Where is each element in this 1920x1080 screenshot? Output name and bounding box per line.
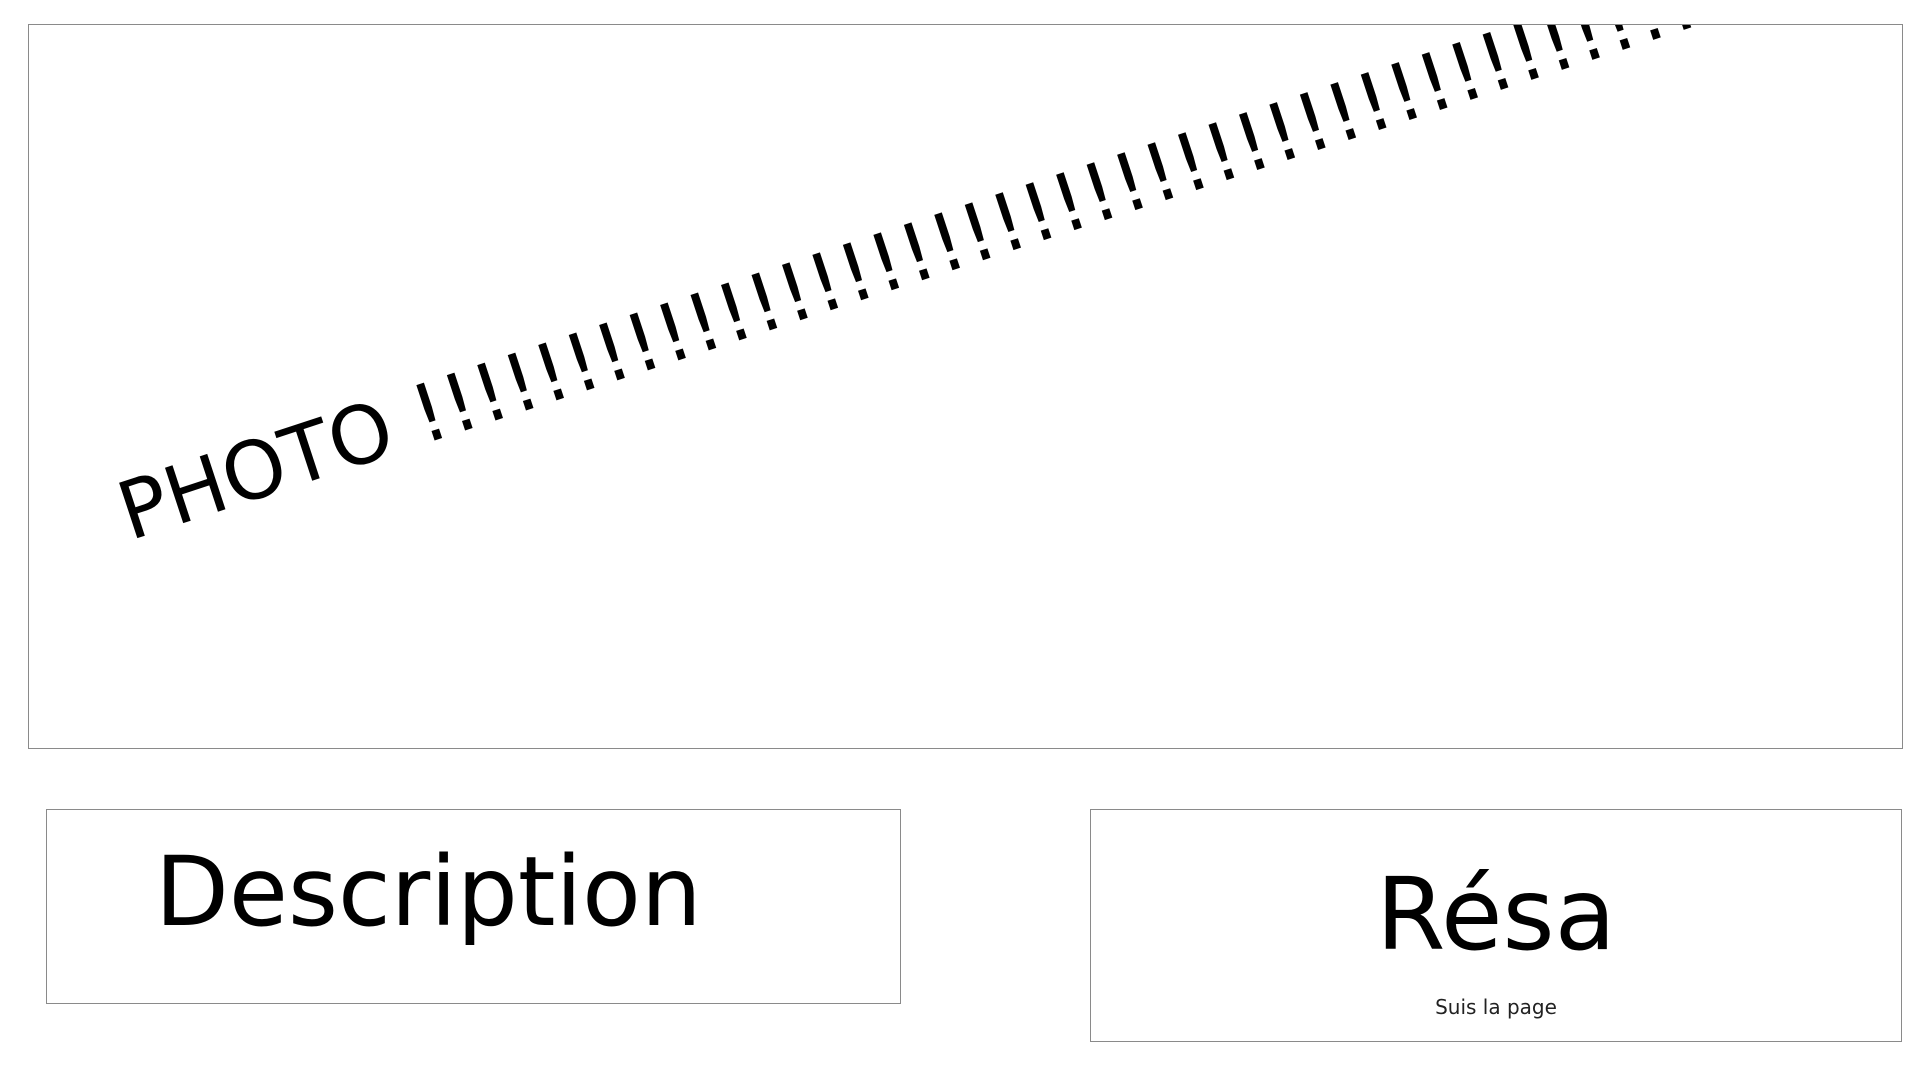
reservation-title: Résa xyxy=(1376,856,1616,973)
photo-placeholder-label: PHOTO !!!!!!!!!!!!!!!!!!!!!!!!!!!!!!!!!!… xyxy=(106,24,1903,559)
photo-placeholder: PHOTO !!!!!!!!!!!!!!!!!!!!!!!!!!!!!!!!!!… xyxy=(28,24,1903,749)
reservation-panel[interactable]: Résa Suis la page xyxy=(1090,809,1902,1042)
description-title: Description xyxy=(155,836,702,948)
follow-page-link[interactable]: Suis la page xyxy=(1435,995,1557,1019)
description-panel: Description xyxy=(46,809,901,1004)
